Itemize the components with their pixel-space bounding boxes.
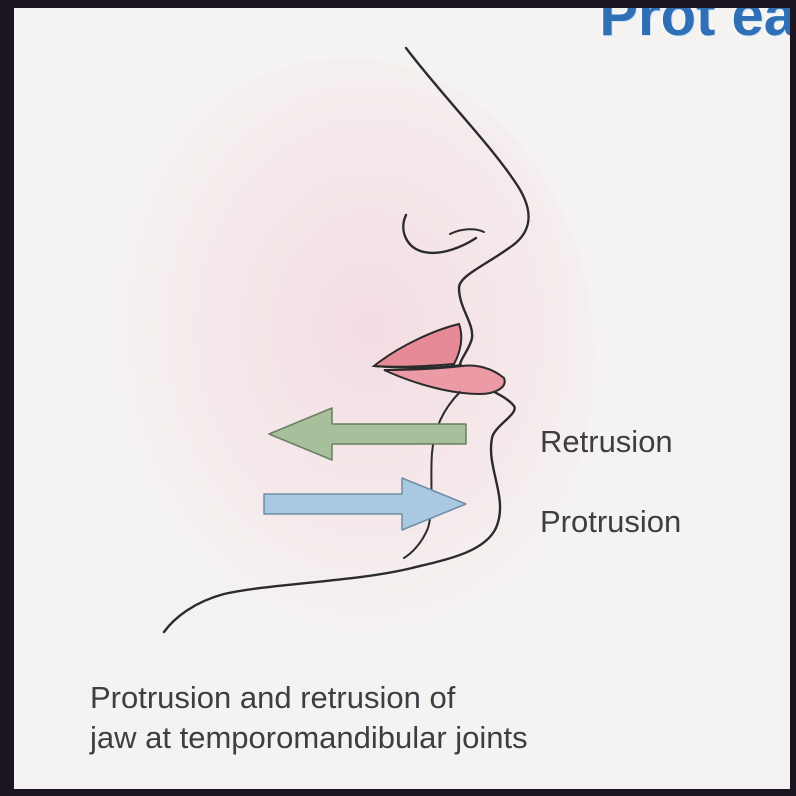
caption-line-1: Protrusion and retrusion of: [90, 680, 455, 716]
retrusion-label: Retrusion: [540, 424, 673, 460]
illustration-panel: Prot ea Retrusion Protrusion Protrusion …: [14, 8, 790, 789]
protrusion-label: Protrusion: [540, 504, 681, 540]
face-profile-diagram: [14, 8, 790, 789]
caption-line-2: jaw at temporomandibular joints: [90, 720, 528, 756]
skin-shading: [94, 58, 594, 658]
slide-title-fragment: Prot ea: [599, 8, 790, 49]
